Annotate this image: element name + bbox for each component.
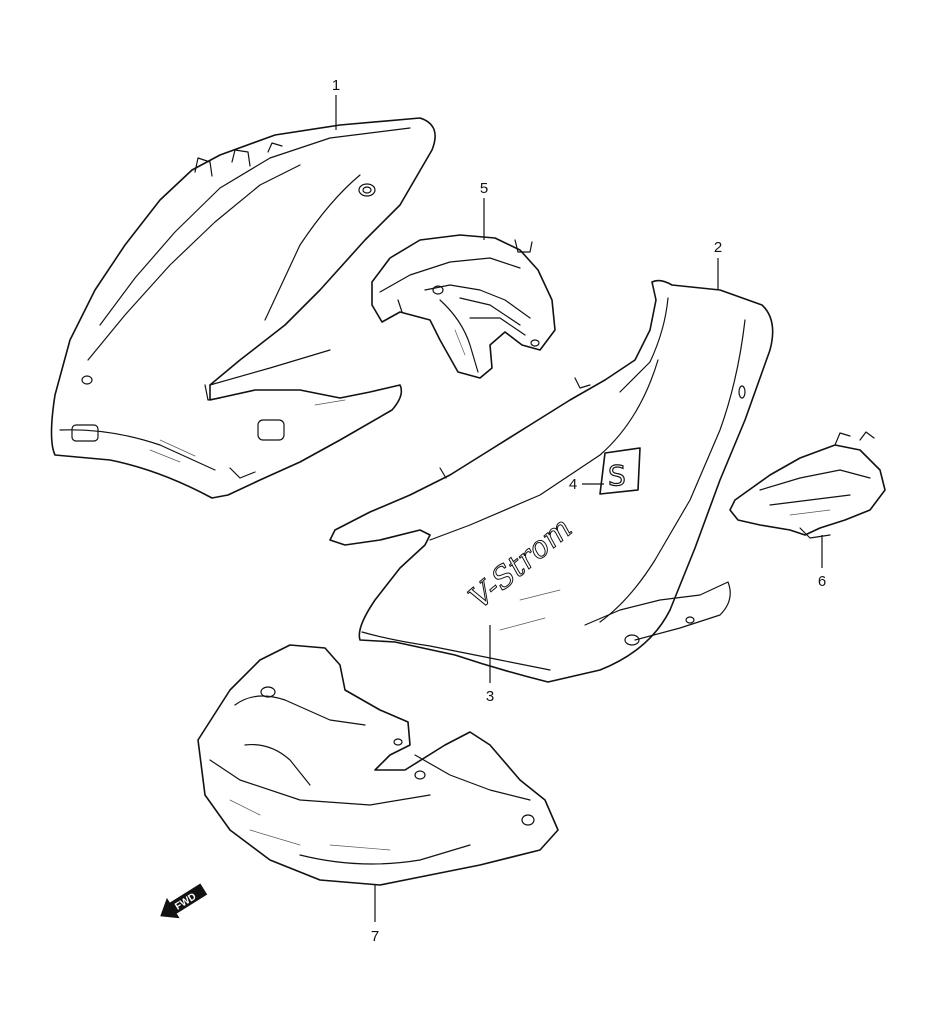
- part-5-inner-cover: [371, 234, 556, 379]
- callout-4: 4: [569, 476, 577, 493]
- callout-1: 1: [332, 77, 340, 94]
- part-1-upper-cowl: [50, 117, 436, 499]
- callout-labels: 1 2 3 4 5 6 7: [332, 77, 826, 945]
- emblem-letter: S: [608, 459, 626, 492]
- callout-6: 6: [818, 573, 826, 590]
- leader-lines: [335, 95, 823, 922]
- fwd-arrow-icon: FWD: [160, 883, 208, 919]
- callout-5: 5: [480, 180, 488, 197]
- part-7-under-cowl: [197, 644, 559, 886]
- callout-3: 3: [486, 688, 494, 705]
- part-2-side-cowl: [329, 279, 774, 683]
- part-4-emblem-decal: S: [599, 447, 641, 495]
- part-6-bracket: [729, 431, 886, 539]
- callout-2: 2: [714, 239, 722, 256]
- callout-7: 7: [371, 928, 379, 945]
